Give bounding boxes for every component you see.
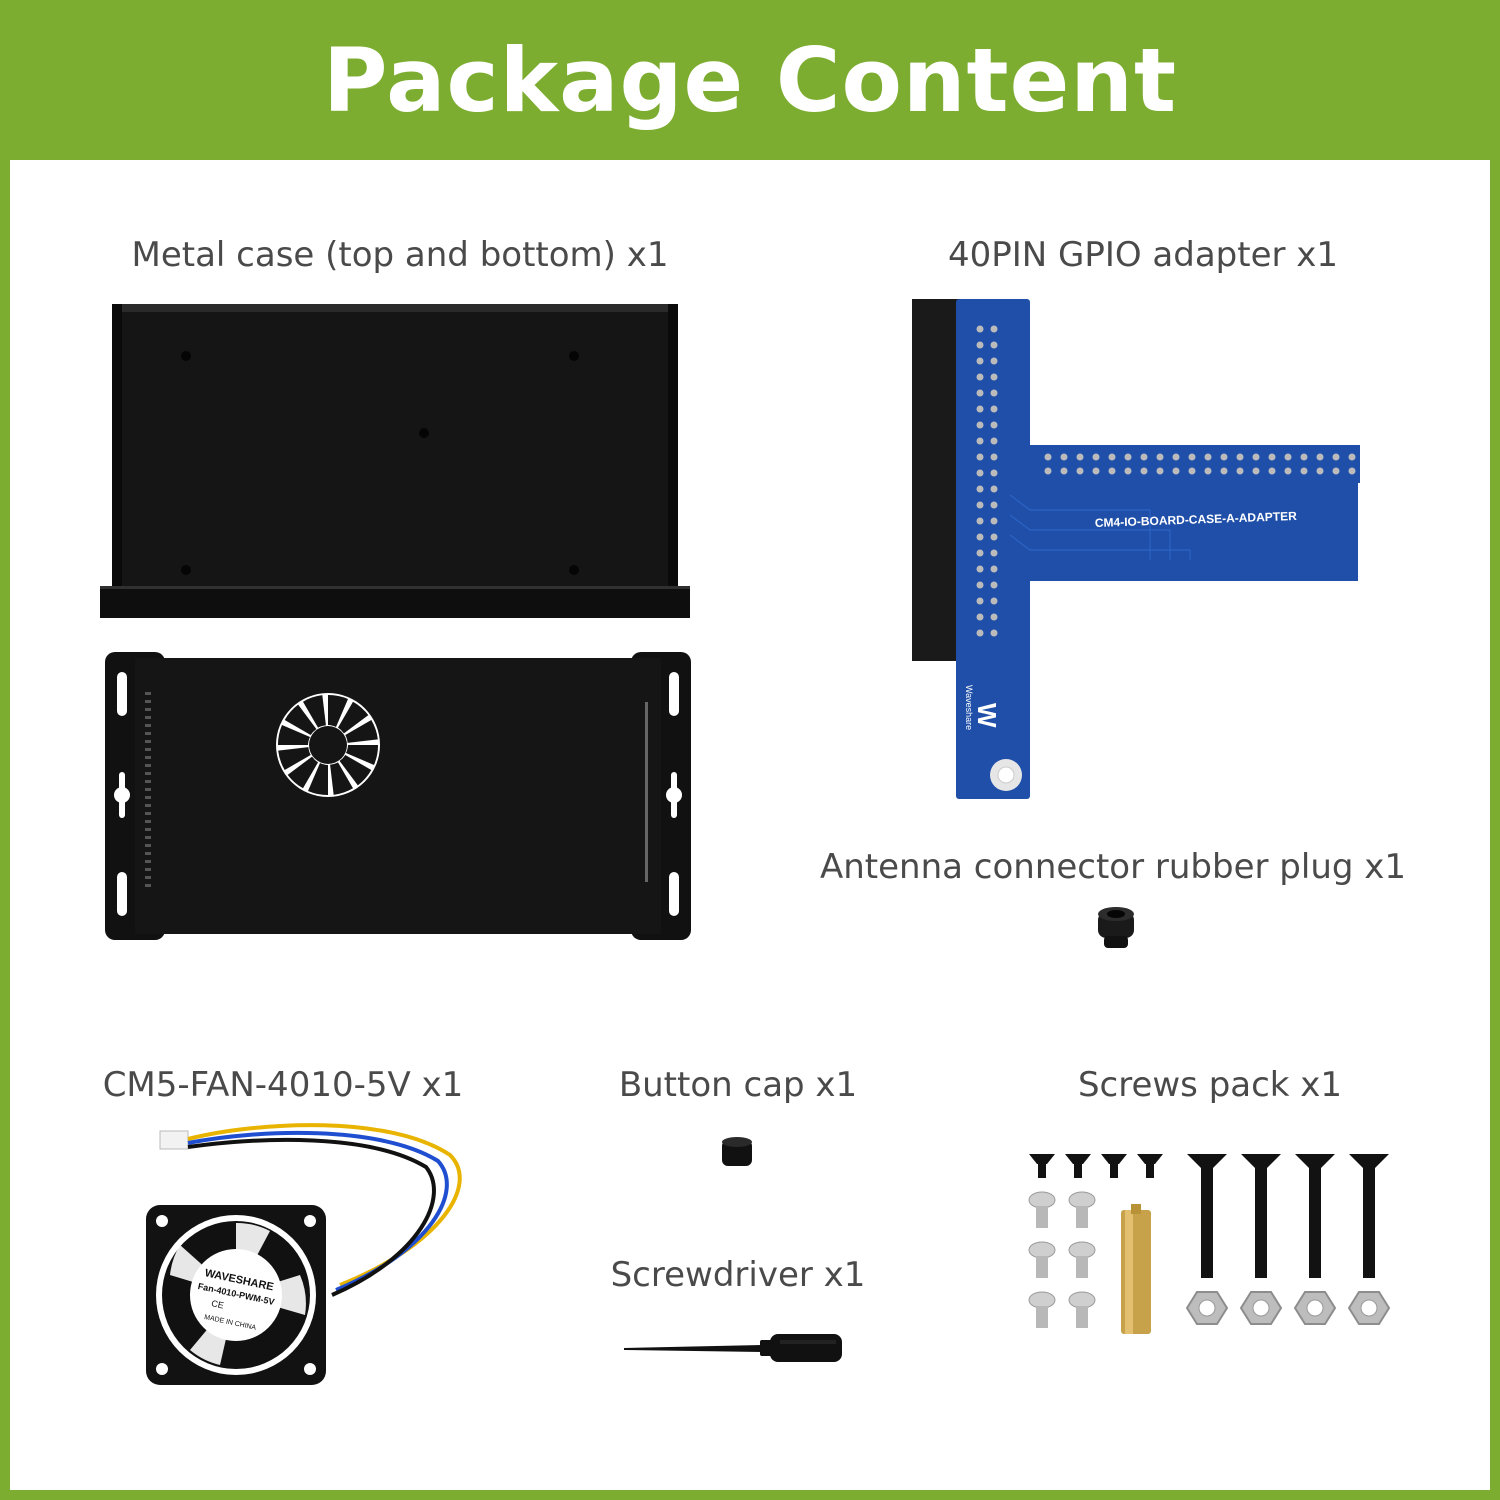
fan-label: CM5-FAN-4010-5V x1 <box>102 1065 464 1105</box>
waveshare-logo-icon: W <box>972 703 1002 728</box>
fan-cert-text: CE <box>210 1298 224 1310</box>
metal-case-label: Metal case (top and bottom) x1 <box>131 235 669 275</box>
screws-pack-label: Screws pack x1 <box>1077 1065 1343 1105</box>
fan-image: WAVESHARE Fan-4010-PWM-5V CE MADE IN CHI… <box>146 1123 462 1385</box>
antenna-plug-image <box>1098 907 1134 948</box>
screwdriver-label: Screwdriver x1 <box>610 1255 866 1295</box>
screws-pack-image <box>1028 1154 1391 1334</box>
metal-case-top-image <box>100 304 690 618</box>
antenna-plug-label: Antenna connector rubber plug x1 <box>819 847 1407 887</box>
page-title: Package Content <box>322 28 1178 132</box>
board-brand-text: Waveshare <box>964 685 974 730</box>
header-banner: Package Content <box>0 0 1500 160</box>
screwdriver-image <box>624 1334 842 1362</box>
gpio-adapter-label: 40PIN GPIO adapter x1 <box>947 235 1339 275</box>
gpio-adapter-image: CM4-IO-BOARD-CASE-A-ADAPTER W Waveshare <box>912 299 1360 799</box>
metal-case-bottom-image <box>105 652 691 940</box>
button-cap-label: Button cap x1 <box>618 1065 858 1105</box>
content-panel: Metal case (top and bottom) x1 40PIN GPI… <box>10 160 1490 1490</box>
button-cap-image <box>722 1137 752 1166</box>
